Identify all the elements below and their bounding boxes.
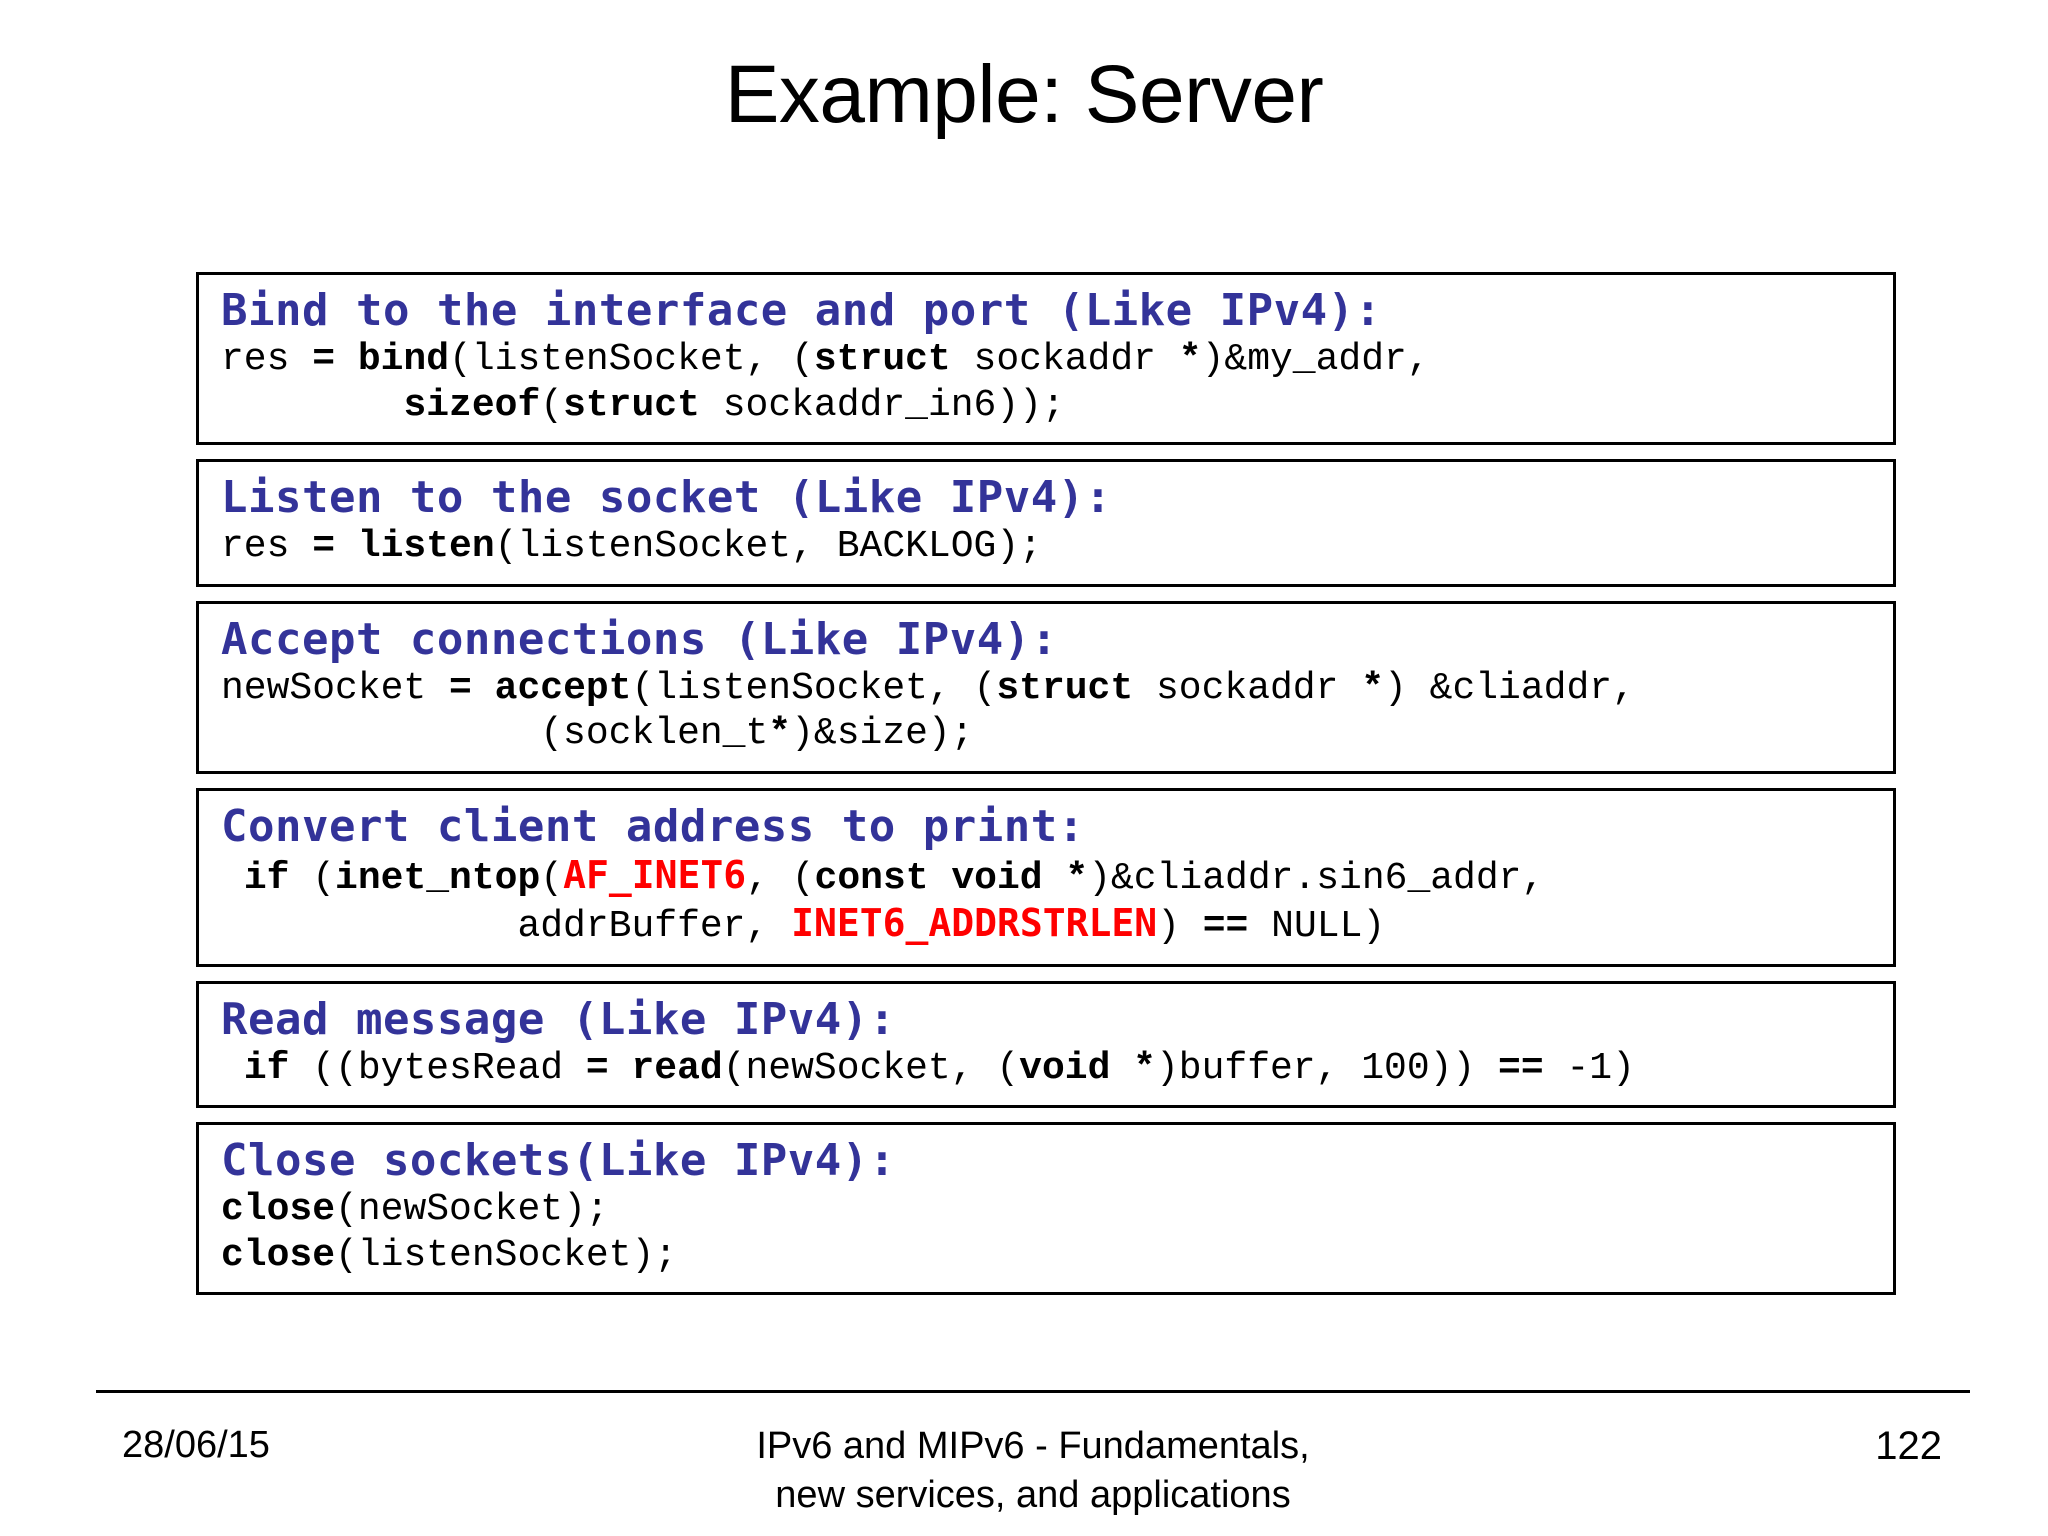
code-text: res — [221, 525, 313, 568]
code-keyword: struct — [996, 666, 1134, 710]
code-text: (listenSocket, ( — [631, 666, 997, 710]
code-text: sockaddr_in6)); — [699, 383, 1065, 427]
code-keyword: == — [1202, 905, 1249, 949]
code-keyword: sizeof — [403, 383, 541, 427]
code-box-heading: Accept connections (Like IPv4): — [221, 613, 1058, 665]
code-text: addrBuffer, — [221, 905, 792, 949]
code-text: sockaddr — [950, 337, 1179, 381]
code-line: res = bind(listenSocket, (struct sockadd… — [221, 337, 1871, 383]
code-text: ( — [289, 856, 336, 900]
code-keyword: * — [1361, 666, 1385, 710]
code-keyword: = read — [585, 1046, 723, 1090]
code-keyword: if — [243, 856, 290, 900]
code-text — [221, 384, 403, 427]
code-text: ) — [1157, 905, 1203, 949]
code-text: res — [221, 337, 313, 381]
footer-date: 28/06/15 — [122, 1424, 270, 1466]
code-box: Convert client address to print: if (ine… — [196, 787, 1896, 967]
code-keyword: struct — [813, 337, 951, 381]
code-text: -1) — [1543, 1046, 1635, 1090]
code-text: NULL) — [1248, 905, 1386, 949]
code-box-heading: Listen to the socket (Like IPv4): — [221, 472, 1112, 524]
footer-divider — [96, 1390, 1970, 1393]
code-text: ( — [540, 856, 564, 900]
code-box: Listen to the socket (Like IPv4):res = l… — [196, 459, 1896, 587]
code-keyword: * — [768, 712, 792, 756]
code-text: ((bytesRead — [289, 1046, 586, 1090]
code-text: (listenSocket, BACKLOG); — [494, 525, 1042, 568]
code-line: if (inet_ntop(AF_INET6, (const void *)&c… — [221, 853, 1871, 902]
page-number: 122 — [1875, 1424, 1942, 1468]
code-box-heading: Read message (Like IPv4): — [221, 993, 896, 1045]
code-line: newSocket = accept(listenSocket, (struct… — [221, 666, 1871, 712]
code-text: )buffer, 100)) — [1155, 1046, 1499, 1090]
footer-subtitle-line-2: new services, and applications — [775, 1473, 1291, 1516]
footer-subtitle: IPv6 and MIPv6 - Fundamentals, new servi… — [96, 1422, 1970, 1519]
code-box: Read message (Like IPv4): if ((bytesRead… — [196, 980, 1896, 1109]
code-box-list: Bind to the interface and port (Like IPv… — [196, 272, 1896, 1309]
code-keyword: = bind — [312, 337, 450, 381]
code-box-heading: Close sockets(Like IPv4): — [221, 1135, 896, 1187]
code-keyword: const void * — [814, 856, 1089, 900]
code-line: sizeof(struct sockaddr_in6)); — [221, 383, 1871, 429]
code-text: (newSocket); — [335, 1188, 609, 1232]
code-text: (newSocket, ( — [722, 1046, 1020, 1090]
page-title: Example: Server — [724, 49, 1324, 140]
code-constant: INET6_ADDRSTRLEN — [791, 901, 1158, 946]
code-text — [221, 857, 244, 900]
code-text: )&cliaddr.sin6_addr, — [1088, 856, 1545, 900]
code-keyword: void * — [1019, 1046, 1156, 1090]
code-line: if ((bytesRead = read(newSocket, (void *… — [221, 1046, 1871, 1092]
code-text: (socklen_t — [221, 712, 769, 756]
code-box: Bind to the interface and port (Like IPv… — [196, 272, 1896, 446]
code-keyword: struct — [563, 383, 700, 427]
code-text: sockaddr — [1133, 666, 1362, 710]
code-text: newSocket — [221, 666, 450, 710]
code-text: ) &cliaddr, — [1384, 666, 1635, 710]
code-keyword: == — [1498, 1046, 1544, 1090]
code-text: (listenSocket, ( — [449, 337, 814, 381]
code-line: addrBuffer, INET6_ADDRSTRLEN) == NULL) — [221, 901, 1871, 950]
code-keyword: = accept — [449, 666, 632, 710]
code-box: Close sockets(Like IPv4):close(newSocket… — [196, 1122, 1896, 1296]
code-text — [221, 1047, 244, 1090]
code-box: Accept connections (Like IPv4):newSocket… — [196, 600, 1896, 774]
code-text: (listenSocket); — [335, 1233, 678, 1277]
footer-subtitle-line-1: IPv6 and MIPv6 - Fundamentals, — [756, 1425, 1310, 1467]
code-line: close(listenSocket); — [221, 1233, 1871, 1279]
code-text: , ( — [746, 856, 815, 900]
code-text: )&my_addr, — [1201, 337, 1430, 381]
code-text: ( — [540, 383, 564, 427]
slide-footer: 28/06/15 IPv6 and MIPv6 - Fundamentals, … — [96, 1412, 1970, 1522]
code-text: )&size); — [791, 712, 974, 756]
code-keyword: = listen — [312, 525, 495, 568]
code-line: (socklen_t*)&size); — [221, 711, 1871, 757]
code-box-heading: Bind to the interface and port (Like IPv… — [221, 285, 1382, 336]
code-box-heading: Convert client address to print: — [221, 800, 1085, 852]
code-line: res = listen(listenSocket, BACKLOG); — [221, 524, 1871, 570]
code-keyword: * — [1178, 337, 1202, 381]
code-keyword: close — [221, 1233, 336, 1277]
code-keyword: inet_ntop — [335, 856, 541, 900]
code-line: close(newSocket); — [221, 1187, 1871, 1233]
code-keyword: close — [221, 1188, 336, 1232]
code-constant: AF_INET6 — [563, 852, 747, 897]
code-keyword: if — [243, 1046, 290, 1090]
